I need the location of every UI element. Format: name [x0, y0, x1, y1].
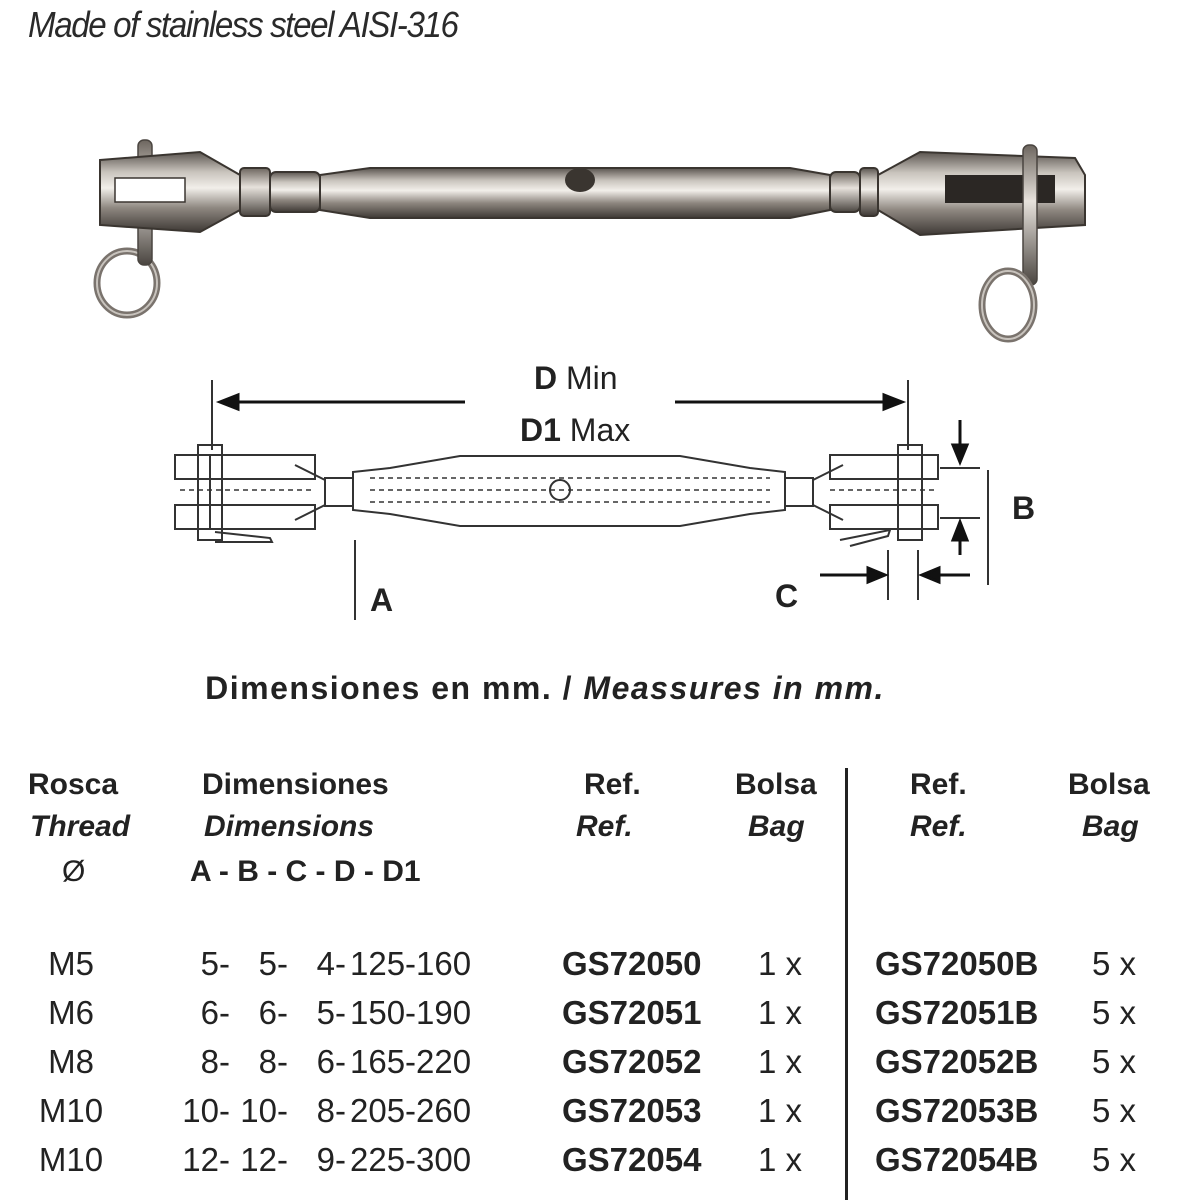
cell-thread: M10 [38, 1141, 104, 1178]
measures-en: Meassures in mm. [583, 670, 885, 706]
cell-ref-b: GS72053B [875, 1092, 1039, 1129]
cell-bag: 1 x [758, 1092, 803, 1129]
cell-bag: 1 x [758, 1141, 803, 1178]
cell-ref: GS72052 [562, 1043, 702, 1080]
label-d1-letter: D1 [520, 412, 561, 448]
cell-dim-b: 5- [258, 945, 288, 982]
cell-dim-d: 125-160 [350, 945, 472, 982]
cell-thread: M10 [38, 1092, 104, 1129]
label-d1-max: D1 Max [520, 412, 630, 449]
header-ref1-en-text: Ref. [576, 810, 633, 843]
label-b: B [1012, 490, 1036, 526]
cell-thread: M8 [48, 1043, 94, 1080]
label-max-text: Max [569, 412, 631, 448]
cell-ref-b: GS72052B [875, 1043, 1039, 1080]
cell-bag-b: 5 x [1092, 1043, 1137, 1080]
header-dimensions-en: Dimensions [204, 810, 374, 844]
label-d-letter: D [534, 360, 558, 396]
measures-es: Dimensiones en mm. / [205, 670, 574, 706]
label-d-min: D Min [534, 360, 618, 397]
cell-bag: 1 x [758, 1043, 803, 1080]
header-dimension-letters: A - B - C - D - D1 [190, 855, 421, 888]
cell-dim-a: 8- [200, 1043, 230, 1080]
measures-note: Dimensiones en mm. / Meassures in mm. [0, 670, 1090, 707]
cell-dim-a: 5- [200, 945, 230, 982]
header-thread-es: Rosca [28, 768, 119, 801]
cell-dim-b: 12- [240, 1141, 288, 1178]
cell-bag-b: 5 x [1092, 1092, 1137, 1129]
cell-dim-b: 8- [258, 1043, 288, 1080]
turnbuckle-photo [93, 139, 1086, 343]
header-ref1-en: Ref. [576, 810, 633, 844]
diameter-symbol: Ø [62, 855, 86, 888]
cell-ref: GS72051 [562, 994, 702, 1031]
cell-dim-d: 205-260 [350, 1092, 472, 1129]
cell-dim-a: 6- [200, 994, 230, 1031]
header-bag2-en: Bag [1082, 810, 1139, 844]
cell-dim-c: 4- [316, 945, 346, 982]
cell-ref: GS72050 [562, 945, 702, 982]
cell-dim-c: 6- [316, 1043, 346, 1080]
header-ref1-es: Ref. [584, 768, 641, 801]
label-min-text: Min [566, 360, 618, 396]
cell-bag-b: 5 x [1092, 1141, 1137, 1178]
cell-thread: M5 [48, 945, 94, 982]
cell-dim-d: 225-300 [350, 1141, 472, 1178]
header-dimensions-es: Dimensiones [202, 768, 389, 801]
page-title: Made of stainless steel AISI-316 [28, 4, 459, 45]
cell-dim-a: 12- [182, 1141, 230, 1178]
header-bag2-en-text: Bag [1082, 810, 1139, 843]
header-bag1-es: Bolsa [735, 768, 817, 801]
header-ref2-es: Ref. [910, 768, 967, 801]
label-c: C [775, 578, 799, 614]
header-thread-en: Thread [30, 810, 130, 844]
cell-dim-b: 10- [240, 1092, 288, 1129]
cell-bag: 1 x [758, 945, 803, 982]
header-ref2-en-text: Ref. [910, 810, 967, 843]
cell-bag-b: 5 x [1092, 994, 1137, 1031]
cell-dim-c: 9- [316, 1141, 346, 1178]
header-bag1-en: Bag [748, 810, 805, 844]
header-bag1-en-text: Bag [748, 810, 805, 843]
label-a: A [370, 582, 394, 618]
cell-ref: GS72054 [562, 1141, 702, 1178]
cell-ref: GS72053 [562, 1092, 702, 1129]
header-bag2-es: Bolsa [1068, 768, 1150, 801]
header-thread-en-text: Thread [30, 810, 131, 843]
header-dimensions-en-text: Dimensions [204, 810, 375, 843]
column-divider [845, 768, 848, 1200]
cell-bag-b: 5 x [1092, 945, 1137, 982]
cell-ref-b: GS72050B [875, 945, 1039, 982]
cell-dim-b: 6- [258, 994, 288, 1031]
cell-dim-a: 10- [182, 1092, 230, 1129]
cell-dim-c: 8- [316, 1092, 346, 1129]
cell-dim-d: 165-220 [350, 1043, 472, 1080]
cell-dim-c: 5- [316, 994, 346, 1031]
cell-ref-b: GS72051B [875, 994, 1039, 1031]
turnbuckle-drawing [174, 380, 989, 620]
cell-ref-b: GS72054B [875, 1141, 1039, 1178]
cell-bag: 1 x [758, 994, 803, 1031]
cell-dim-d: 150-190 [350, 994, 472, 1031]
header-ref2-en: Ref. [910, 810, 967, 844]
cell-thread: M6 [48, 994, 94, 1031]
